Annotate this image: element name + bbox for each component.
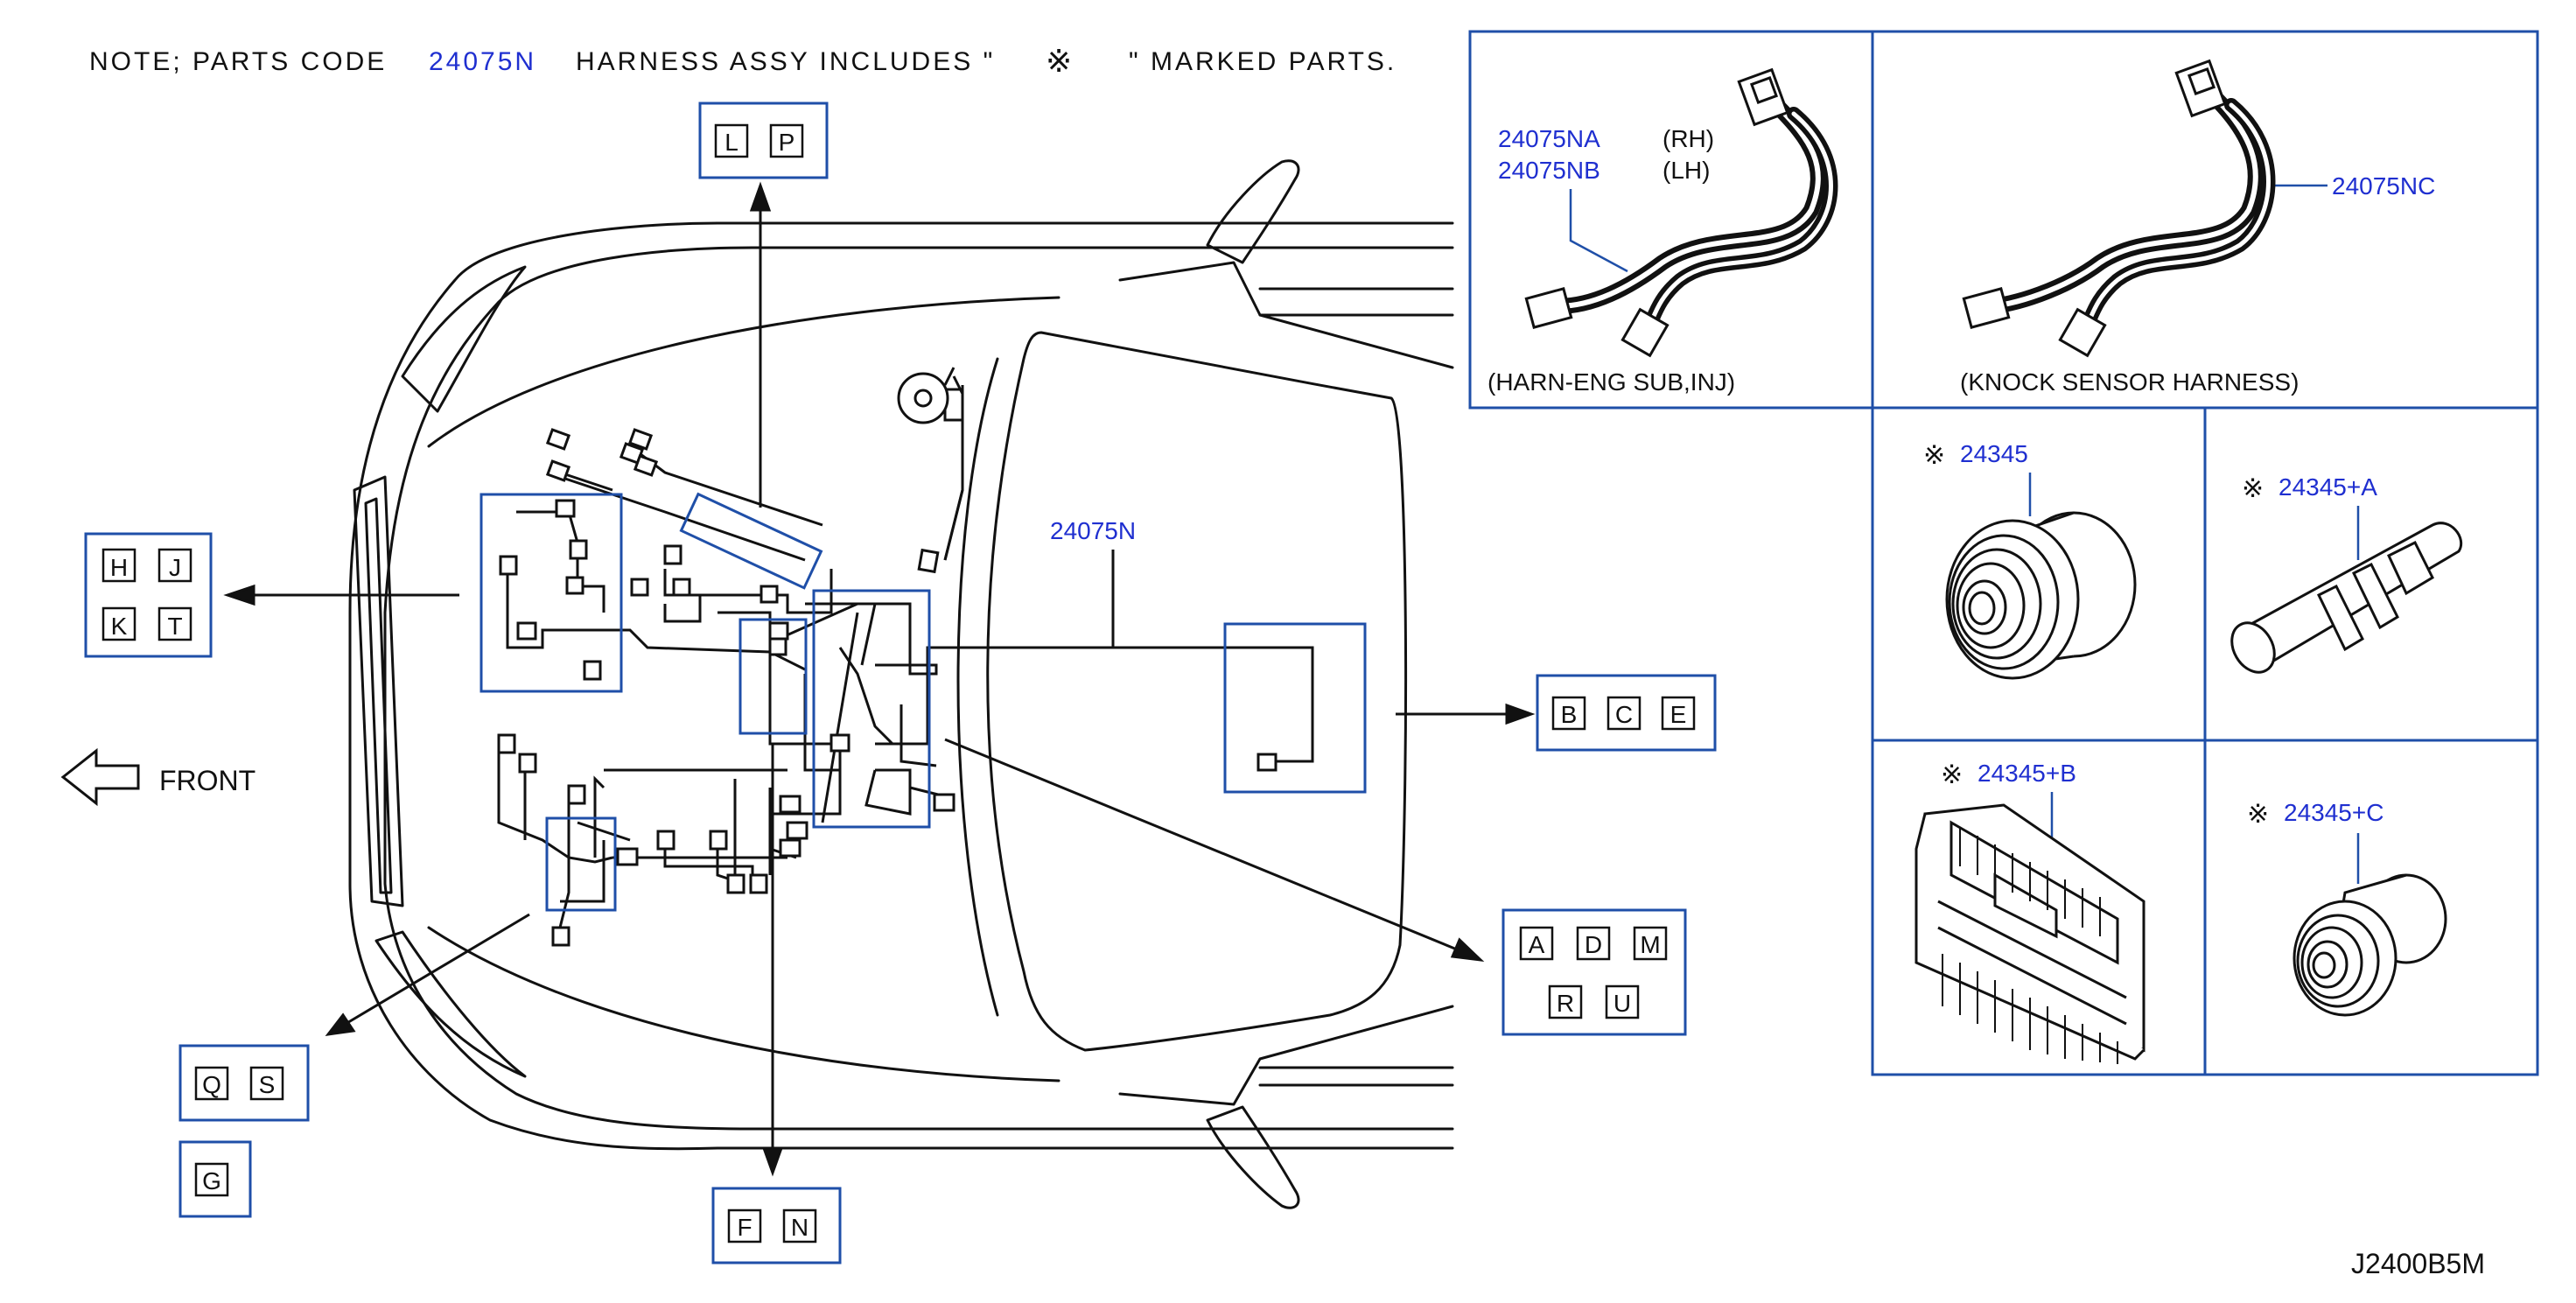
knock-harness-image (1978, 88, 2276, 340)
note-code[interactable]: 24075N (429, 47, 536, 76)
part-24345[interactable]: ※ 24345 (1923, 440, 2137, 680)
front-indicator: FRONT (60, 747, 256, 807)
sub-harness-side-b: (LH) (1662, 157, 1710, 184)
front-arrow-icon (60, 747, 140, 807)
front-label: FRONT (159, 765, 256, 796)
sub-harness-part-a[interactable]: 24075NA (1498, 125, 1600, 152)
reference-arrows (223, 181, 1536, 1177)
connector-image (1914, 803, 2146, 1061)
harness-area-boxes (480, 492, 1367, 912)
note-suffix: " MARKED PARTS. (1129, 47, 1396, 76)
part-24345-b[interactable]: ※ 24345+B (1914, 760, 2146, 1064)
part-24345-a[interactable]: ※ 24345+A (2223, 473, 2463, 680)
ref-group-bce[interactable]: B C E (1536, 674, 1717, 752)
main-harness-callout[interactable]: 24075N (1050, 517, 1136, 648)
mark-icon: ※ (2247, 800, 2269, 829)
part-code[interactable]: 24345+A (2278, 473, 2377, 501)
ref-letter[interactable]: Q (202, 1071, 221, 1098)
mark-icon: ※ (1923, 441, 1945, 470)
panel-knock-harness[interactable]: 24075NC (KNOCK SENSOR HARNESS) (1960, 59, 2435, 396)
ref-group-hjkt[interactable]: H J K T (84, 532, 213, 658)
mark-icon: ※ (1941, 760, 1963, 789)
ref-group-fn[interactable]: F N (711, 1187, 842, 1264)
note-middle: HARNESS ASSY INCLUDES " (576, 47, 995, 76)
ref-letter[interactable]: C (1615, 701, 1633, 728)
ref-letter[interactable]: B (1561, 701, 1578, 728)
ref-letter[interactable]: H (110, 554, 128, 581)
ref-group-lp[interactable]: L P (698, 102, 829, 179)
ref-letter[interactable]: K (111, 613, 128, 640)
sub-harness-side-a: (RH) (1662, 125, 1714, 152)
part-code[interactable]: 24345+B (1978, 760, 2076, 787)
ref-letter[interactable]: A (1529, 931, 1545, 958)
car-outline (348, 159, 1454, 1209)
ref-letter[interactable]: M (1640, 931, 1660, 958)
grommet-image (1945, 511, 2137, 680)
ref-letter[interactable]: G (202, 1167, 221, 1194)
ref-group-qs[interactable]: Q S (178, 1044, 310, 1122)
ref-group-g[interactable]: G (178, 1140, 252, 1218)
plug-image (2230, 522, 2463, 674)
main-harness-label[interactable]: 24075N (1050, 517, 1136, 544)
diagram-id: J2400B5M (2351, 1248, 2485, 1279)
sub-harness-part-b[interactable]: 24075NB (1498, 157, 1600, 184)
small-grommet-image (2292, 873, 2447, 1017)
ref-letter[interactable]: E (1670, 701, 1687, 728)
part-code[interactable]: 24345+C (2284, 799, 2384, 826)
ref-letter[interactable]: U (1614, 990, 1631, 1017)
knock-harness-caption: (KNOCK SENSOR HARNESS) (1960, 368, 2299, 396)
ref-letter[interactable]: T (167, 613, 182, 640)
ref-letter[interactable]: P (779, 129, 795, 156)
ref-letter[interactable]: D (1585, 931, 1602, 958)
sub-harness-caption: (HARN-ENG SUB,INJ) (1488, 368, 1735, 396)
ref-letter[interactable]: N (791, 1214, 808, 1241)
ref-letter[interactable]: J (169, 554, 181, 581)
ref-letter[interactable]: L (724, 129, 738, 156)
part-24345-c[interactable]: ※ 24345+C (2247, 799, 2447, 1017)
ref-letter[interactable]: F (737, 1214, 752, 1241)
note-line: NOTE; PARTS CODE 24075N HARNESS ASSY INC… (89, 43, 1396, 79)
mark-icon: ※ (2242, 474, 2264, 503)
ref-letter[interactable]: R (1557, 990, 1574, 1017)
harness-connectors (497, 372, 1278, 947)
detail-panels-frame (1468, 30, 2539, 1076)
ref-group-admru[interactable]: A D M R U (1502, 908, 1687, 1036)
note-mark: ※ (1046, 43, 1074, 79)
sub-harness-image (1550, 97, 1838, 340)
note-prefix: NOTE; PARTS CODE (89, 47, 387, 76)
knock-harness-part[interactable]: 24075NC (2332, 172, 2435, 200)
panel-sub-harness[interactable]: 24075NA (RH) 24075NB (LH) (HARN-ENG SUB,… (1488, 67, 1838, 396)
part-code[interactable]: 24345 (1960, 440, 2028, 467)
ref-letter[interactable]: S (259, 1071, 276, 1098)
